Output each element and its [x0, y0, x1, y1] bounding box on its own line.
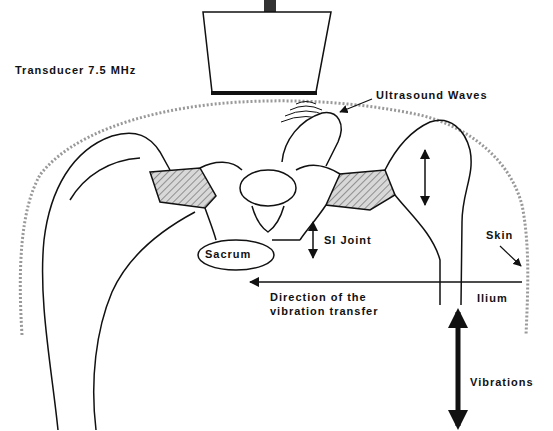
vibration-arrow [456, 312, 461, 426]
part-label: SI Joint [324, 233, 372, 247]
direction-arrow [250, 281, 522, 283]
transducer [203, 0, 331, 93]
sacrum-bone [198, 162, 340, 270]
device-label: Transducer 7.5 MHz [15, 63, 136, 77]
callout-label: Skin [486, 228, 513, 242]
arrow-label: Direction of the vibration transfer [270, 290, 420, 319]
right-si-joint [326, 170, 395, 210]
callout-label: Ultrasound Waves [376, 88, 488, 102]
right-ilium [385, 120, 471, 305]
part-label: Sacrum [205, 247, 251, 261]
posterior-bone [282, 113, 341, 166]
leader-arrow [500, 246, 521, 266]
motion-arrow [312, 222, 314, 258]
skin-outline [20, 101, 527, 335]
arrow-label: Vibrations [470, 375, 534, 389]
leader-arrow [340, 99, 372, 112]
part-label: Ilium [477, 291, 508, 305]
left-si-joint [150, 168, 216, 208]
motion-arrow [424, 150, 426, 205]
